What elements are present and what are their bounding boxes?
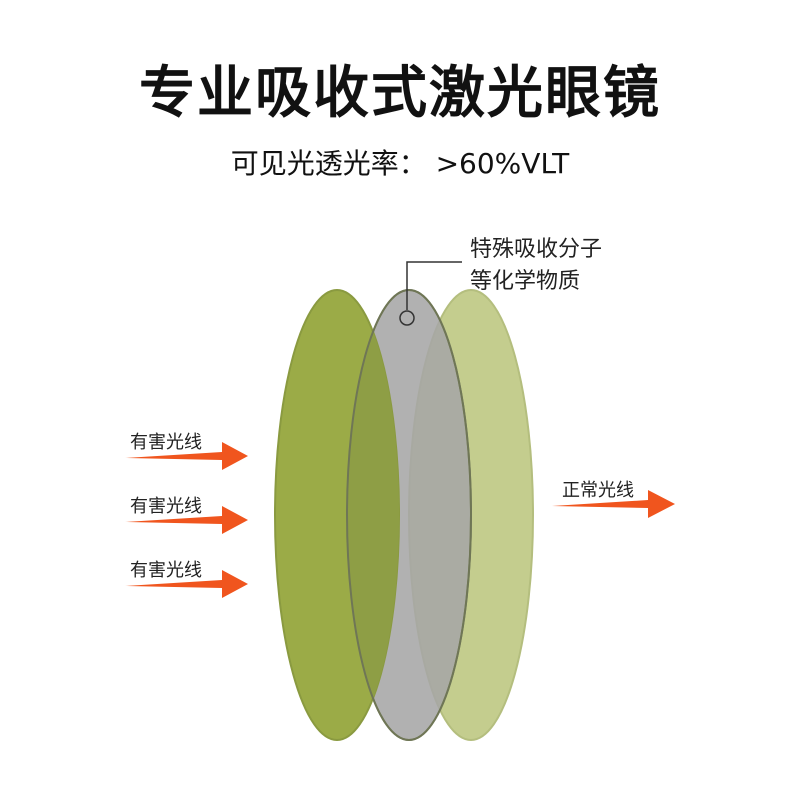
incoming-arrow-1 (125, 442, 248, 470)
incoming-arrow-3 (125, 570, 248, 598)
incoming-ray-label-2: 有害光线 (130, 496, 202, 517)
callout-line-1: 特殊吸收分子 (470, 237, 603, 262)
incoming-ray-label-1: 有害光线 (130, 432, 202, 453)
callout-dot (399, 310, 415, 326)
page-title: 专业吸收式激光眼镜 (139, 61, 661, 126)
callout-leader (406, 261, 462, 310)
callout-line-2: 等化学物质 (470, 269, 581, 294)
outgoing-arrow (552, 490, 675, 518)
outgoing-ray-label: 正常光线 (562, 480, 634, 501)
lens-middle-outline (346, 289, 472, 741)
lens-overlap (347, 290, 399, 740)
incoming-arrow-2 (125, 506, 248, 534)
page-subtitle: 可见光透光率： >60%VLT (230, 147, 570, 180)
callout-text: 特殊吸收分子 等化学物质 (470, 234, 602, 298)
incoming-ray-label-3: 有害光线 (130, 560, 202, 581)
